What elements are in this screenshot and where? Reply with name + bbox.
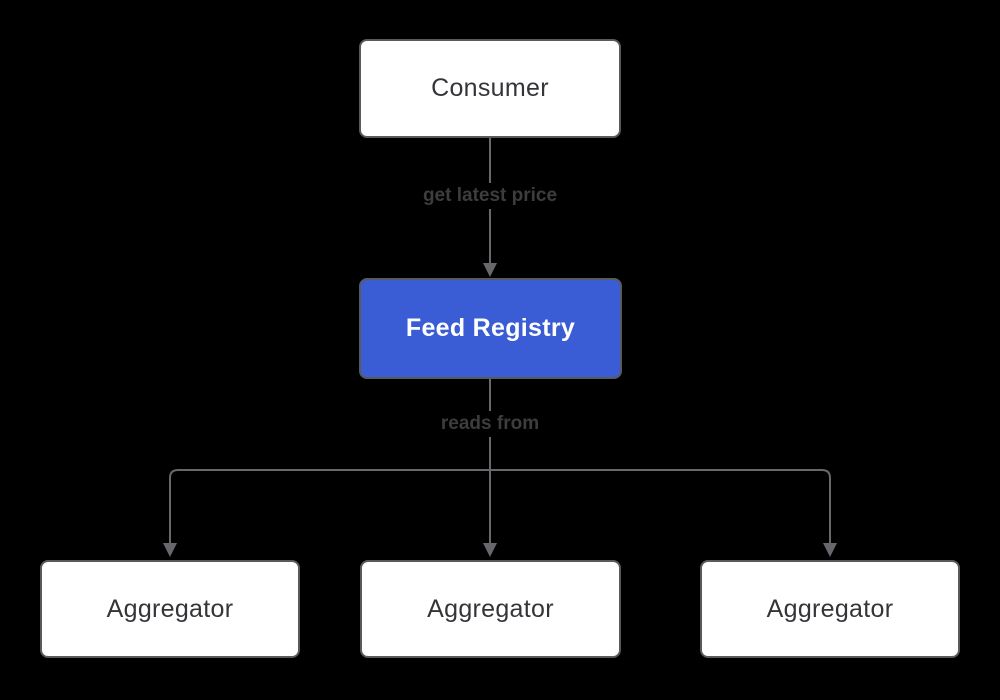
node-feed-registry-label: Feed Registry [405, 314, 576, 342]
node-aggregator-2: Aggregator [360, 560, 621, 658]
node-aggregator-3-label: Aggregator [766, 594, 894, 623]
node-aggregator-2-label: Aggregator [427, 594, 554, 623]
node-feed-registry: Feed Registry [359, 278, 622, 379]
node-aggregator-1-label: Aggregator [106, 594, 234, 623]
node-aggregator-1: Aggregator [40, 560, 300, 658]
node-consumer-label: Consumer [431, 74, 549, 102]
edge-feed-registry-to-aggregator-1 [169, 469, 490, 544]
arrowhead-aggregator-3-icon [823, 543, 837, 557]
arrowhead-feed-registry-icon [483, 263, 497, 277]
node-aggregator-3: Aggregator [700, 560, 960, 658]
arrowhead-aggregator-1-icon [163, 543, 177, 557]
arrowhead-aggregator-2-icon [483, 543, 497, 557]
edge-label-reads-from: reads from [434, 411, 546, 437]
edge-label-get-latest-price: get latest price [416, 183, 564, 209]
edge-feed-registry-to-aggregator-3 [490, 469, 831, 544]
node-consumer: Consumer [359, 39, 621, 138]
